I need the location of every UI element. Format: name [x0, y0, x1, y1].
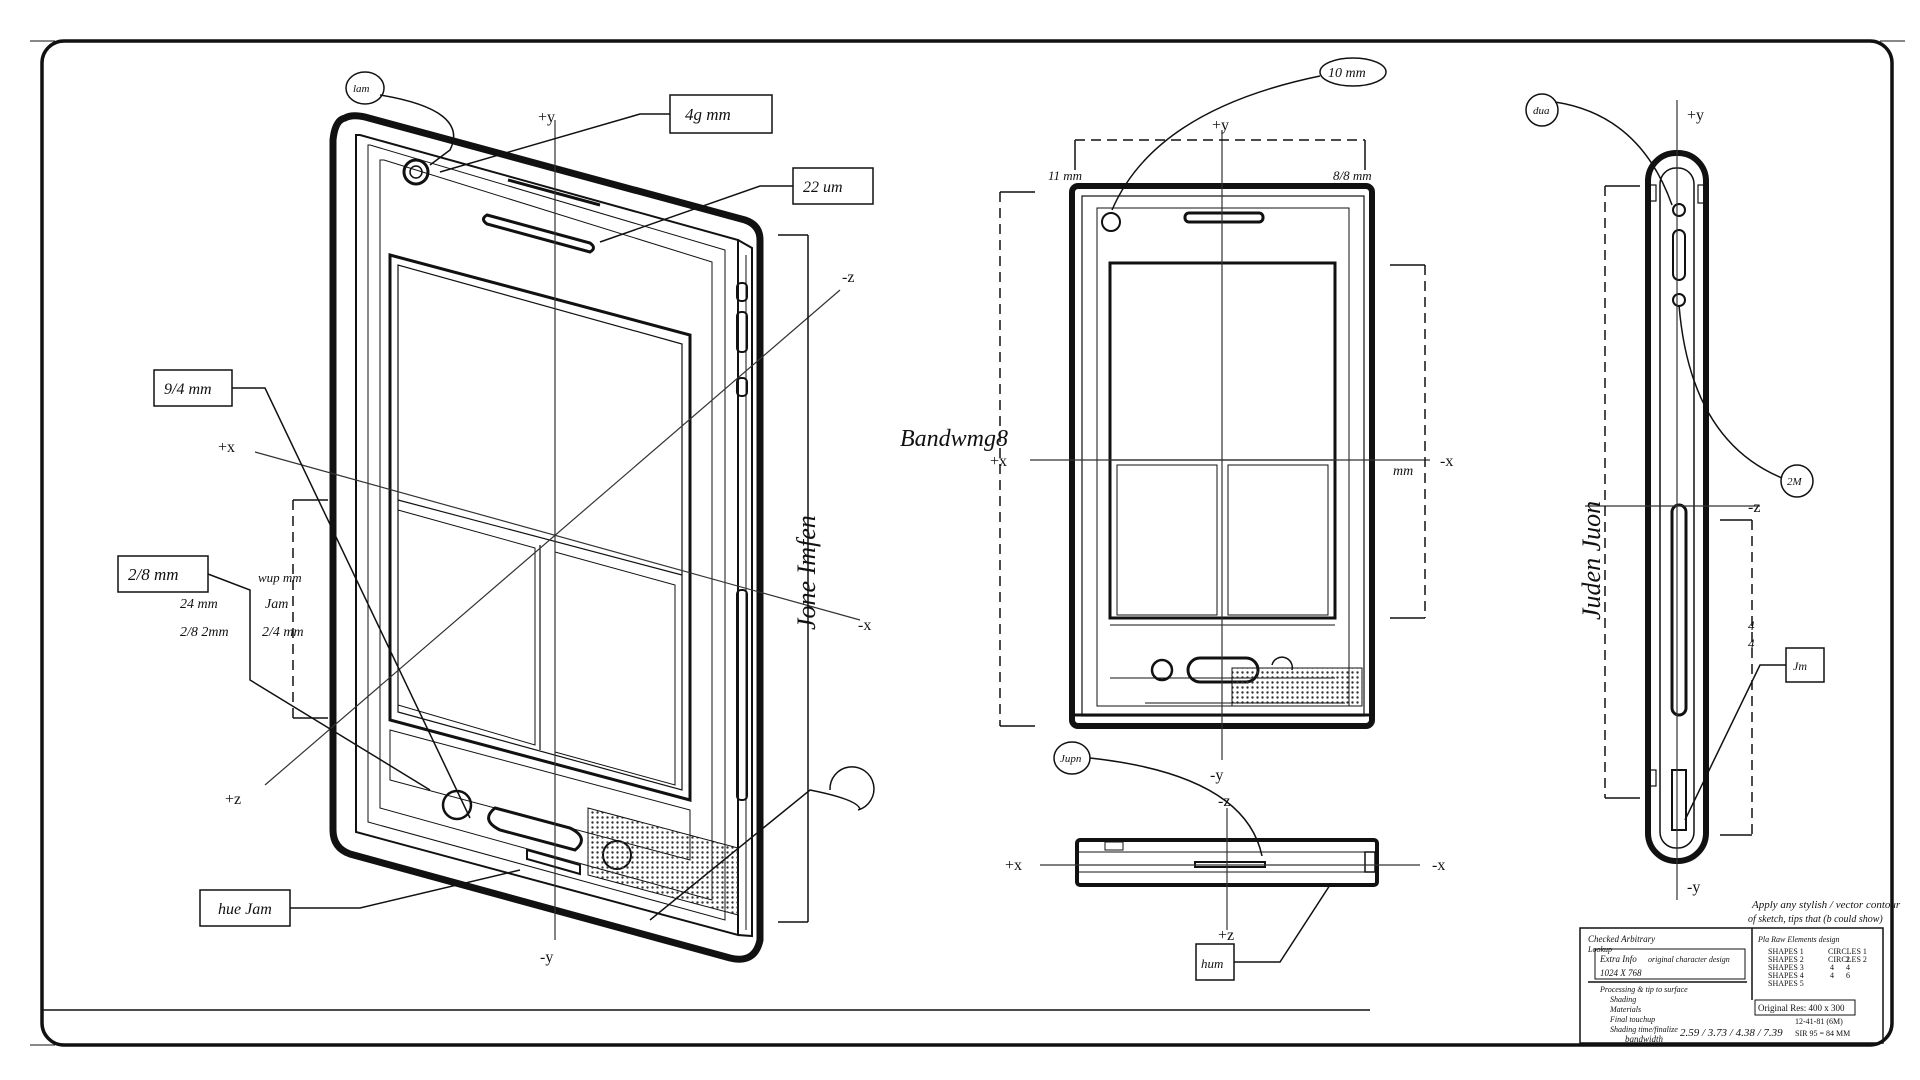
- iso-callout-2: 4g mm: [685, 105, 731, 124]
- iso-note-4: Jam: [265, 597, 288, 612]
- iso-axis-plus-x: +x: [218, 439, 235, 456]
- front-right-dimension: mm: [1393, 464, 1413, 479]
- side-callout-2: 2M: [1787, 476, 1803, 488]
- iso-callout-3: 22 um: [803, 179, 843, 196]
- front-axes: [1030, 130, 1430, 760]
- side-note-1: 4: [1748, 618, 1755, 633]
- side-callout-3: Jm: [1793, 659, 1807, 673]
- title-col-a-0: Checked Arbitrary: [1588, 934, 1655, 944]
- top-axis-minus-x: -x: [1432, 857, 1445, 874]
- title-original-res: Original Res: 400 x 300: [1758, 1003, 1845, 1013]
- front-callout-2: 11 mm: [1048, 168, 1082, 183]
- title-col-a-5: Processing & tip to surface: [1599, 985, 1688, 994]
- title-col-b-2: SHAPES 2: [1768, 955, 1804, 964]
- side-note-2: 4: [1748, 636, 1755, 651]
- title-col-a-6: Shading: [1610, 995, 1636, 1004]
- iso-callout-4: 9/4 mm: [164, 381, 212, 398]
- side-axis-minus-z: -z: [1748, 499, 1760, 516]
- front-left-dimension: Bandwmg8: [900, 426, 1008, 452]
- iso-callout-5: 2/8 mm: [128, 565, 179, 584]
- iso-axis-plus-z: +z: [225, 791, 241, 808]
- front-dimensions: [999, 57, 1426, 981]
- title-col-b-1: SHAPES 1: [1768, 947, 1804, 956]
- isometric-phone-view: [329, 112, 764, 963]
- iso-callout-6: hue Jam: [218, 901, 272, 918]
- iso-callout-1: lam: [353, 83, 370, 95]
- title-col-b-val-0: 4: [1830, 963, 1834, 972]
- title-header-note-2: of sketch, tips that (b could show): [1748, 914, 1883, 925]
- title-col-a-10: bandwidth: [1625, 1034, 1664, 1044]
- front-axis-plus-x: +x: [990, 453, 1007, 470]
- title-col-a-8: Final touchup: [1609, 1015, 1655, 1024]
- title-col-b-4: SHAPES 4: [1768, 971, 1804, 980]
- sheet-frame: [30, 39, 1905, 1047]
- front-callout-3: 8/8 mm: [1333, 168, 1372, 183]
- title-col-a-4: 1024 X 768: [1600, 968, 1642, 978]
- iso-callouts: [117, 71, 875, 927]
- title-col-b-3: SHAPES 3: [1768, 963, 1804, 972]
- side-axis-minus-y: -y: [1687, 879, 1700, 896]
- title-col-b-val-3: 2: [1846, 955, 1850, 964]
- isometric-axes: [254, 120, 861, 940]
- front-callout-1: 10 mm: [1328, 66, 1366, 81]
- iso-axis-minus-y: -y: [540, 949, 553, 966]
- title-col-b-0: Pla Raw Elements design: [1757, 935, 1840, 944]
- top-axis-plus-z: +z: [1218, 927, 1234, 944]
- top-axis-minus-z: -z: [1218, 793, 1230, 810]
- top-axis-plus-x: +x: [1005, 857, 1022, 874]
- top-axes: [1040, 808, 1420, 930]
- title-col-b-5: SHAPES 5: [1768, 979, 1804, 988]
- iso-vertical-dimension: Jone Imfen: [792, 515, 821, 630]
- front-axis-minus-x: -x: [1440, 453, 1453, 470]
- title-col-b-val-1: 4: [1846, 963, 1850, 972]
- title-col-b-val-4: 6: [1846, 971, 1850, 980]
- title-header-note: Apply any stylish / vector contour: [1751, 899, 1901, 911]
- top-callout-1: hum: [1201, 956, 1223, 971]
- title-block: [1579, 927, 1884, 1044]
- iso-note-1: wup mm: [258, 570, 302, 585]
- title-col-a-2: Extra Info: [1599, 954, 1637, 964]
- title-col-a-9: Shading time/finalize: [1610, 1025, 1678, 1034]
- side-vertical-dimension: Juden Juon: [1577, 501, 1606, 620]
- side-dimensions: [1525, 93, 1825, 836]
- iso-axis-minus-z: -z: [842, 269, 854, 286]
- side-axes: [1585, 100, 1760, 900]
- title-col-a-3: original character design: [1648, 955, 1730, 964]
- title-col-b-6: CIRCLES 1: [1828, 947, 1867, 956]
- title-col-b-7: CIRCLES 2: [1828, 955, 1867, 964]
- iso-note-3: 2/8 2mm: [180, 625, 229, 640]
- side-callout-1: dua: [1533, 105, 1550, 117]
- side-phone-view: [1645, 150, 1709, 864]
- title-stamp: SIR 95 = 84 MM: [1795, 1029, 1850, 1038]
- iso-axis-minus-x: -x: [858, 617, 871, 634]
- front-axis-minus-y: -y: [1210, 767, 1223, 784]
- title-col-a-1: Lookup: [1587, 945, 1612, 954]
- iso-note-2: 24 mm: [180, 597, 218, 612]
- iso-note-5: 2/4 mm: [262, 625, 304, 640]
- iso-axis-plus-y: +y: [538, 109, 555, 126]
- side-axis-plus-y: +y: [1687, 107, 1704, 124]
- title-col-a-7: Materials: [1609, 1005, 1641, 1014]
- title-date: 12-41-81 (6M): [1795, 1017, 1843, 1026]
- iso-dimensions: [292, 234, 809, 923]
- front-axis-plus-y: +y: [1212, 117, 1229, 134]
- title-col-b-val-2: 4: [1830, 971, 1834, 980]
- front-callout-4: Jupn: [1060, 753, 1082, 765]
- title-numbers: 2.59 / 3.73 / 4.38 / 7.39: [1680, 1027, 1783, 1039]
